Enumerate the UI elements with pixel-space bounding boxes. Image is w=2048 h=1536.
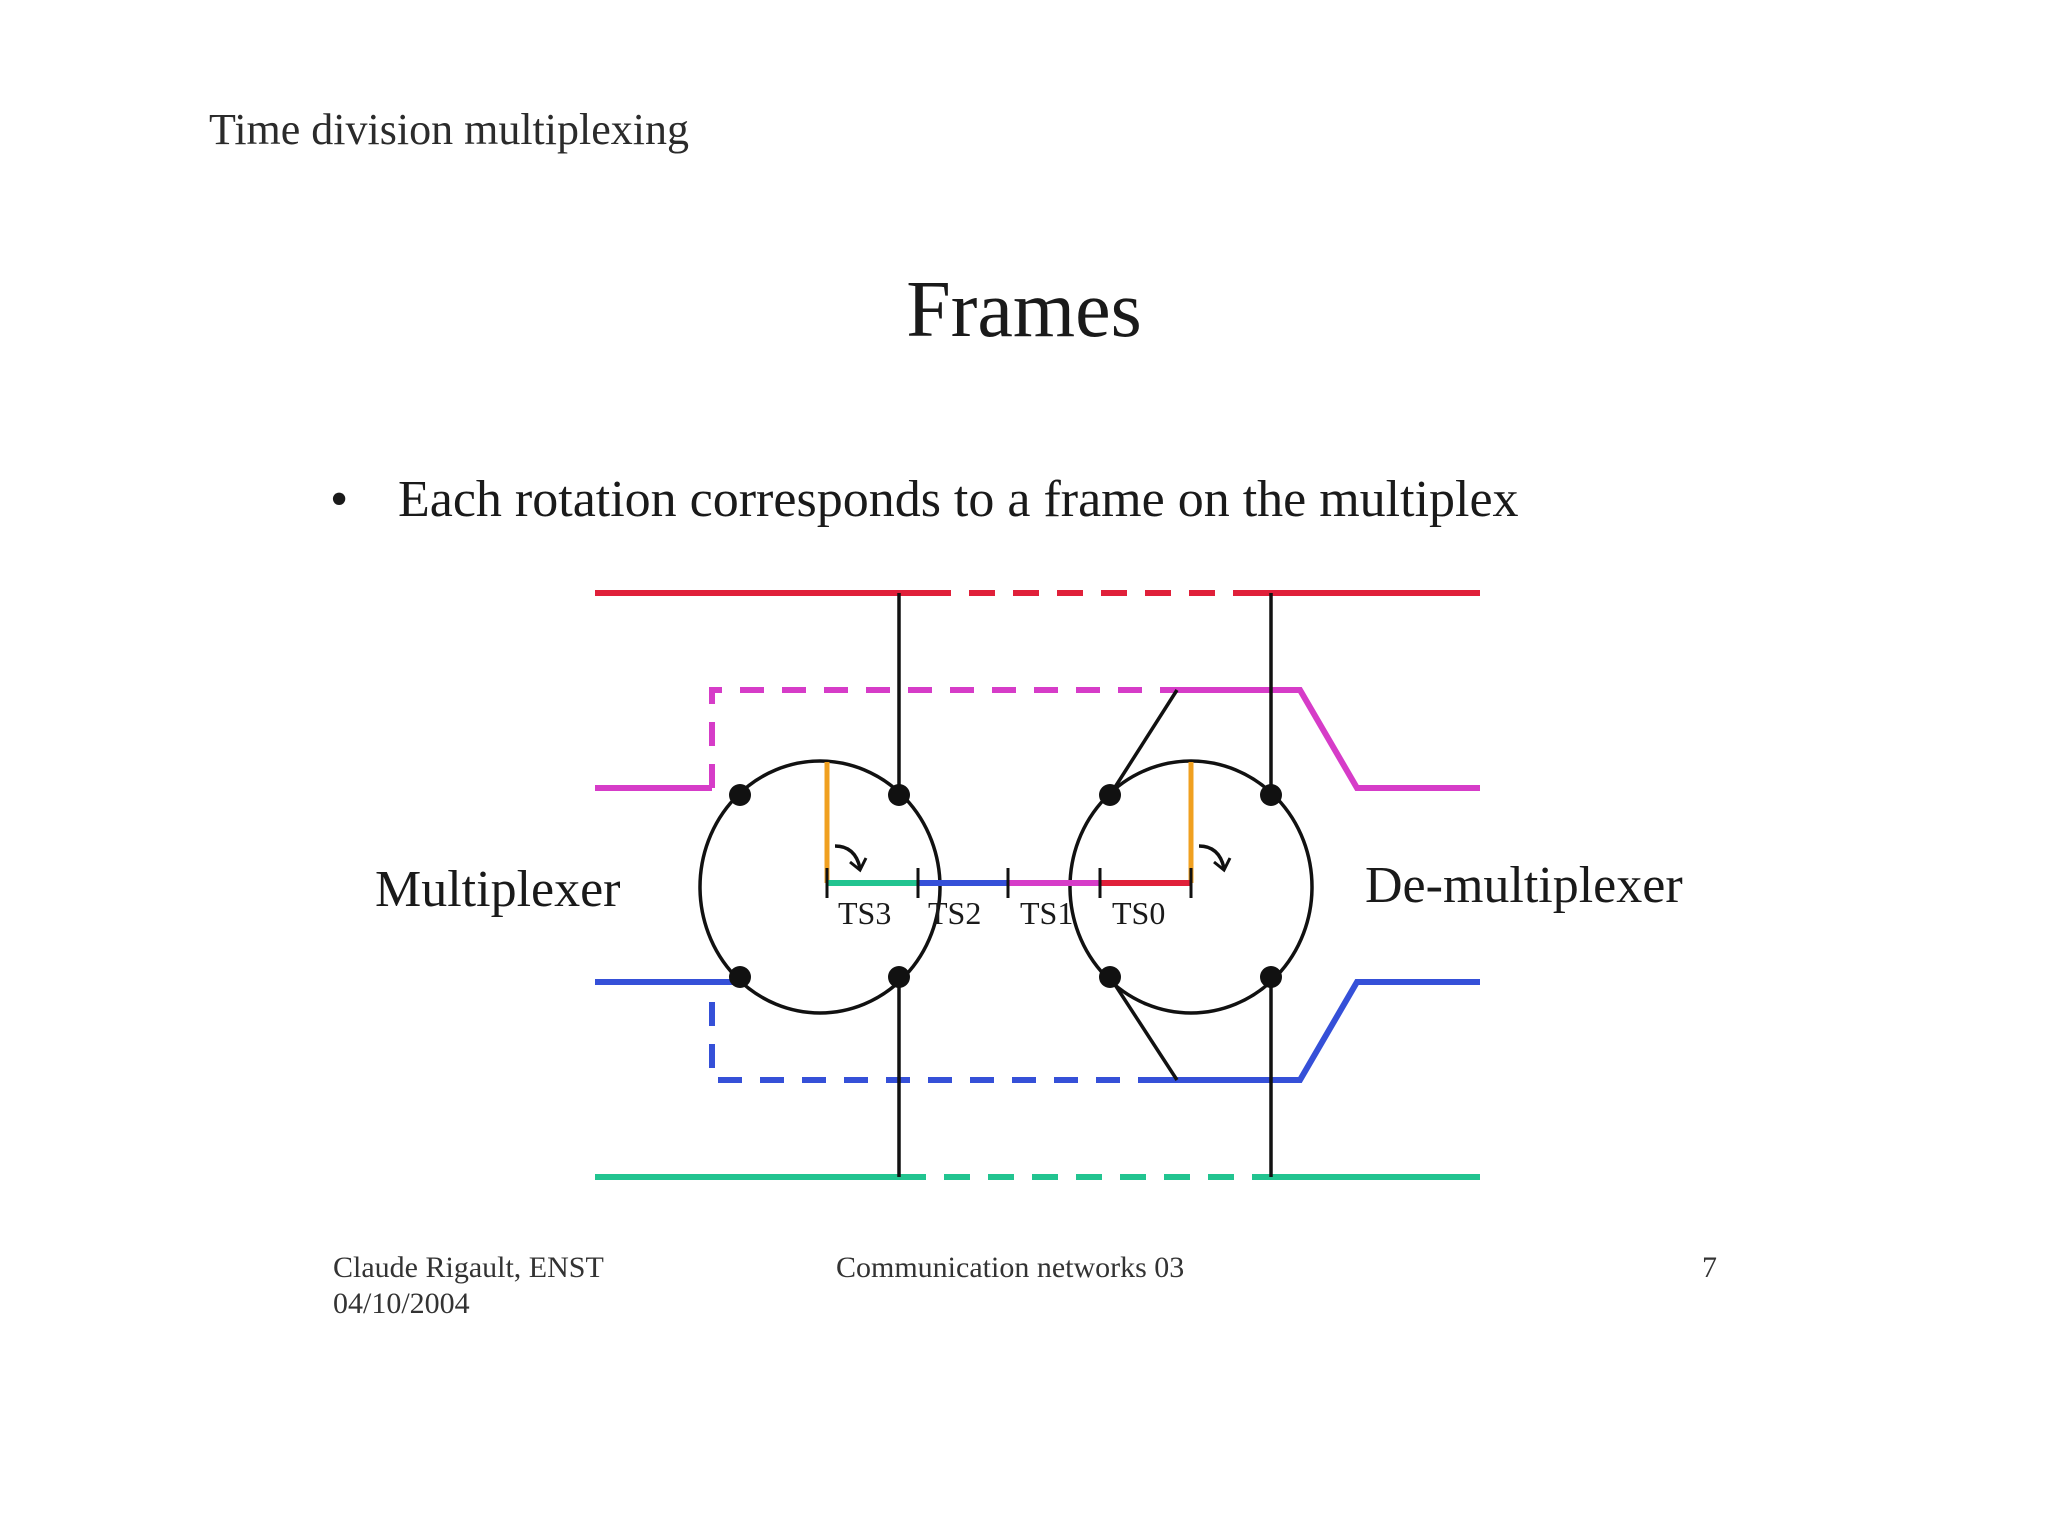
demux-contact bbox=[1260, 784, 1282, 806]
demux-contact bbox=[1260, 966, 1282, 988]
mux-contact bbox=[729, 784, 751, 806]
footer-author: Claude Rigault, ENST bbox=[333, 1251, 604, 1284]
blue-channel bbox=[595, 979, 1480, 1083]
demux-rotation-arrow-icon bbox=[1198, 844, 1226, 869]
mux-contact bbox=[888, 966, 910, 988]
mux-contact bbox=[888, 784, 910, 806]
bullet-text: Each rotation corresponds to a frame on … bbox=[398, 471, 1519, 528]
multiplexer-wheel bbox=[698, 759, 942, 1015]
time-slot-label: TS1 bbox=[1020, 895, 1073, 931]
multiplex-link: TS3 TS2 TS1 TS0 bbox=[825, 868, 1193, 931]
mux-contact bbox=[729, 966, 751, 988]
magenta-channel bbox=[595, 687, 1480, 791]
footer-page-number: 7 bbox=[1702, 1251, 1717, 1284]
time-slot-label: TS3 bbox=[838, 895, 891, 931]
section-header: Time division multiplexing bbox=[209, 105, 689, 154]
demultiplexer-label: De-multiplexer bbox=[1365, 857, 1683, 914]
vertical-connectors bbox=[897, 593, 1273, 1177]
time-slot-label: TS0 bbox=[1112, 895, 1165, 931]
time-slot-label: TS2 bbox=[928, 895, 981, 931]
bullet-item: • Each rotation corresponds to a frame on… bbox=[330, 470, 1519, 529]
slide-title: Frames bbox=[906, 266, 1142, 354]
footer-date: 04/10/2004 bbox=[333, 1287, 470, 1320]
mux-rotation-arrow-icon bbox=[834, 844, 862, 869]
footer-author-block: Claude Rigault, ENST 04/10/2004 bbox=[333, 1250, 604, 1322]
demultiplexer-wheel bbox=[1068, 759, 1314, 1015]
bullet-icon: • bbox=[330, 471, 349, 528]
demux-contact bbox=[1099, 966, 1121, 988]
multiplexer-label: Multiplexer bbox=[375, 861, 621, 918]
footer-course: Communication networks 03 bbox=[836, 1251, 1185, 1284]
demux-contact bbox=[1099, 784, 1121, 806]
